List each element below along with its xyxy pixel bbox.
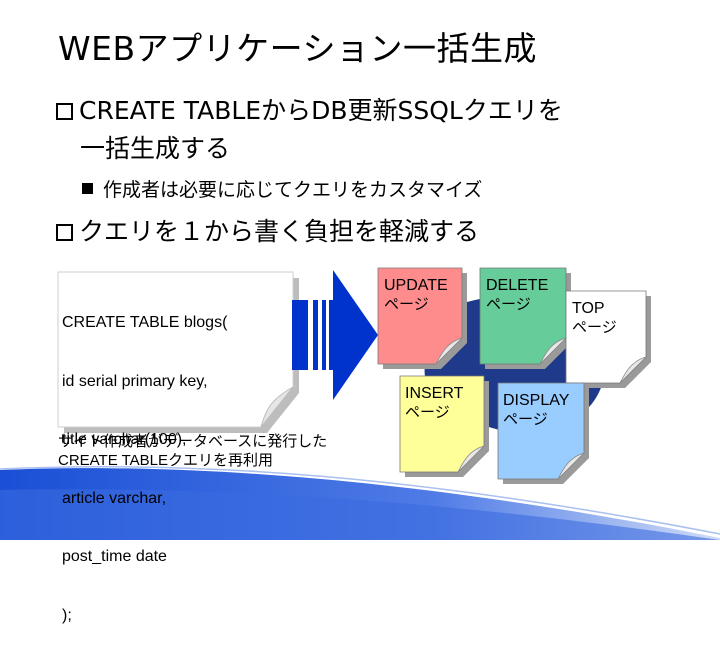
code-line: );: [62, 606, 72, 624]
code-line: id serial primary key,: [62, 372, 208, 390]
bullet-1: CREATE TABLEからDB更新SSQLクエリを 一括生成する: [56, 92, 563, 168]
caption-line-2: CREATE TABLEクエリを再利用: [58, 452, 274, 469]
bullet-1-line-2: 一括生成する: [80, 134, 231, 163]
code-caption: サイト作成者がデータベースに発行した CREATE TABLEクエリを再利用: [58, 432, 327, 470]
arrow-stripe-2: [318, 300, 322, 370]
arrow-stripe-1: [308, 300, 313, 370]
arrow-stripe-3: [326, 300, 329, 370]
display-page-doc-fold: [557, 452, 586, 480]
page-title: WEBアプリケーション一括生成: [58, 29, 537, 68]
insert-page-doc-fold: [457, 445, 486, 473]
bullet-box-icon: [56, 103, 73, 120]
swoosh-line: [0, 465, 720, 535]
transform-arrow: [292, 270, 378, 400]
caption-line-1: サイト作成者がデータベースに発行した: [58, 432, 328, 450]
bullet-1-line-1: CREATE TABLEからDB更新SSQLクエリを: [79, 96, 563, 125]
code-line: CREATE TABLE blogs(: [62, 314, 228, 331]
bottom-swoosh-highlight: [0, 489, 720, 540]
bullet-2: クエリを１から書く負担を軽減する: [56, 212, 479, 248]
sub-bullet-square-icon: [82, 183, 93, 194]
sub-bullet-1: 作成者は必要に応じてクエリをカスタマイズ: [82, 175, 482, 202]
create-table-code: CREATE TABLE blogs( id serial primary ke…: [58, 272, 293, 624]
sub-bullet-1-text: 作成者は必要に応じてクエリをカスタマイズ: [103, 179, 483, 201]
bullet-box-icon: [56, 224, 73, 241]
update-page-doc-fold: [435, 337, 464, 365]
bullet-2-text: クエリを１から書く負担を軽減する: [79, 217, 480, 246]
diagram-canvas: [0, 267, 720, 540]
top-page-doc-fold: [619, 356, 648, 384]
code-paper-curl: [260, 386, 294, 428]
code-line: title varchar(100),: [62, 431, 187, 448]
code-line: article varchar,: [62, 489, 167, 507]
code-line: post_time date: [62, 548, 167, 565]
delete-page-doc-fold: [539, 337, 568, 365]
